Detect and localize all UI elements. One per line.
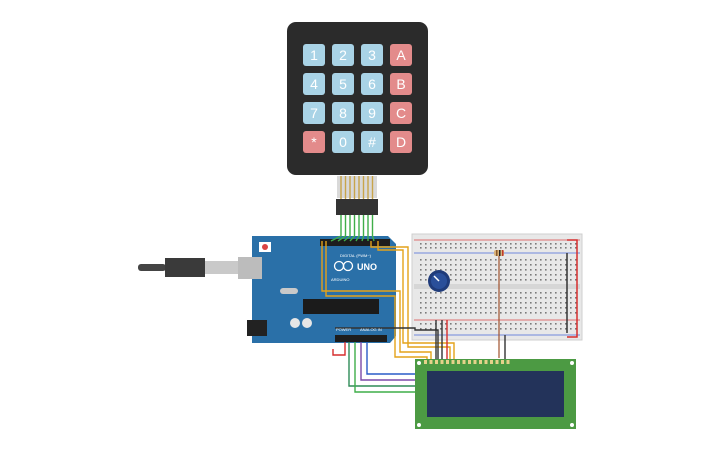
analog-pins-label: ANALOG IN [360,327,382,332]
key-3[interactable]: 3 [361,44,383,66]
key-1[interactable]: 1 [303,44,325,66]
power-wire-red [567,239,578,338]
key-9[interactable]: 9 [361,102,383,124]
atmega-chip [303,299,379,314]
analog-header [335,335,387,342]
usb-cable [138,258,239,277]
key-4[interactable]: 4 [303,73,325,95]
resistor[interactable] [494,250,504,358]
arduino-model-label: UNO [357,262,377,272]
lcd-signal-wires [321,241,506,393]
keypad-connector [336,199,378,215]
reset-button [262,244,268,250]
usb-port [238,257,262,279]
key-8[interactable]: 8 [332,102,354,124]
capacitor-1 [290,318,300,328]
arduino-brand-label: ARDUINO [331,277,349,282]
key-hash[interactable]: # [361,131,383,153]
dc-power-jack [247,320,267,336]
key-7[interactable]: 7 [303,102,325,124]
capacitor-2 [302,318,312,328]
key-b[interactable]: B [390,73,412,95]
key-c[interactable]: C [390,102,412,124]
key-d[interactable]: D [390,131,412,153]
key-2[interactable]: 2 [332,44,354,66]
key-6[interactable]: 6 [361,73,383,95]
potentiometer[interactable] [428,270,450,292]
key-a[interactable]: A [390,44,412,66]
lcd-16x2-display[interactable] [415,359,576,429]
keypad-wires [330,215,375,242]
key-5[interactable]: 5 [332,73,354,95]
keypad-ribbon-cable [336,176,378,215]
lcd-screen [427,371,564,417]
key-star[interactable]: * [303,131,325,153]
digital-header [320,239,390,246]
arduino-uno-board[interactable] [238,236,396,343]
power-pins-label: POWER [336,327,351,332]
digital-pins-label: DIGITAL (PWM~) [340,253,372,258]
key-0[interactable]: 0 [332,131,354,153]
